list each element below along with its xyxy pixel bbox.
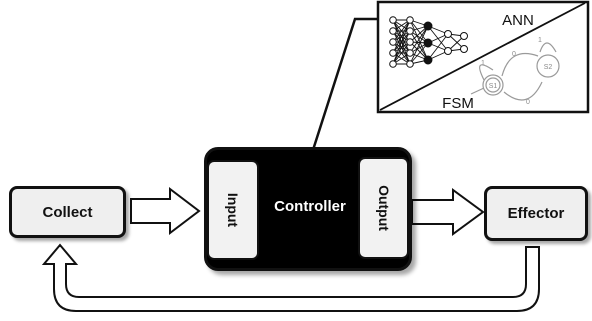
ann-input-layer bbox=[389, 16, 397, 68]
ann-hidden-node-filled bbox=[423, 55, 433, 65]
ann-hidden-layer-2 bbox=[423, 21, 433, 65]
ann-label: ANN bbox=[502, 12, 534, 29]
effector-box: Effector bbox=[484, 186, 588, 241]
ann-edge bbox=[392, 19, 411, 65]
fsm-start-arrow bbox=[470, 87, 485, 95]
controller-label: Controller bbox=[274, 198, 346, 215]
ann-hidden-layer-1 bbox=[406, 16, 414, 68]
ann-edge bbox=[409, 25, 429, 65]
ann-output-node bbox=[444, 47, 452, 55]
ann-edge bbox=[392, 41, 411, 65]
ann-final-layer bbox=[460, 32, 468, 53]
inset-diagonal-divider bbox=[379, 2, 586, 111]
fsm-label: FSM bbox=[442, 95, 474, 112]
fsm-state-s2-label: S2 bbox=[544, 64, 553, 71]
ann-output-layer bbox=[444, 30, 452, 55]
ann-hidden-node bbox=[406, 16, 414, 24]
fsm-state-s1-inner bbox=[485, 77, 501, 93]
ann-hidden-node bbox=[406, 38, 414, 46]
ann-edge bbox=[427, 33, 449, 61]
feedback-loop-arrow bbox=[41, 243, 540, 312]
fsm-edge-label: 0 bbox=[512, 51, 516, 58]
ann-final-node bbox=[460, 45, 468, 53]
output-to-effector-arrow bbox=[411, 188, 485, 236]
output-port: Output bbox=[358, 157, 409, 259]
ann-edge bbox=[409, 25, 429, 54]
neural-network-icon bbox=[389, 16, 468, 68]
ann-hidden-node bbox=[406, 49, 414, 57]
effector-label: Effector bbox=[507, 205, 565, 222]
fsm-edge-s2-to-s1 bbox=[503, 81, 543, 101]
ann-input-node bbox=[389, 27, 397, 35]
collect-box: Collect bbox=[9, 186, 126, 238]
ann-input-node bbox=[389, 60, 397, 68]
ann-input-node bbox=[389, 49, 397, 57]
ann-edge bbox=[409, 42, 429, 65]
fsm-state-s1-label: S1 bbox=[489, 83, 498, 90]
input-port: Input bbox=[207, 160, 259, 260]
collect-to-input-arrow bbox=[130, 186, 201, 236]
collect-label: Collect bbox=[42, 203, 93, 221]
fsm-self-loop-s2 bbox=[539, 42, 557, 53]
ann-edge bbox=[392, 19, 411, 54]
ann-output-node bbox=[444, 30, 452, 38]
ann-hidden-node bbox=[406, 27, 414, 35]
ann-hidden-node-filled bbox=[423, 38, 433, 48]
fsm-edge-label: 0 bbox=[526, 99, 530, 106]
ann-input-node bbox=[389, 16, 397, 24]
ann-edge bbox=[409, 19, 429, 44]
ann-input-node bbox=[389, 38, 397, 46]
fsm-edge-label: 1 bbox=[538, 37, 542, 44]
ann-edge bbox=[392, 19, 411, 43]
fsm-state-s2 bbox=[536, 54, 560, 78]
ann-edge bbox=[392, 30, 411, 65]
ann-hidden-node bbox=[406, 60, 414, 68]
ann-hidden-node-filled bbox=[423, 21, 433, 31]
ann-final-node bbox=[460, 32, 468, 40]
inset-leader-line bbox=[311, 17, 377, 151]
fsm-diagram bbox=[470, 42, 560, 101]
fsm-edge-label: 1 bbox=[481, 60, 485, 67]
fsm-self-loop-s1 bbox=[479, 64, 494, 81]
fsm-edge-s1-to-s2 bbox=[501, 52, 539, 77]
